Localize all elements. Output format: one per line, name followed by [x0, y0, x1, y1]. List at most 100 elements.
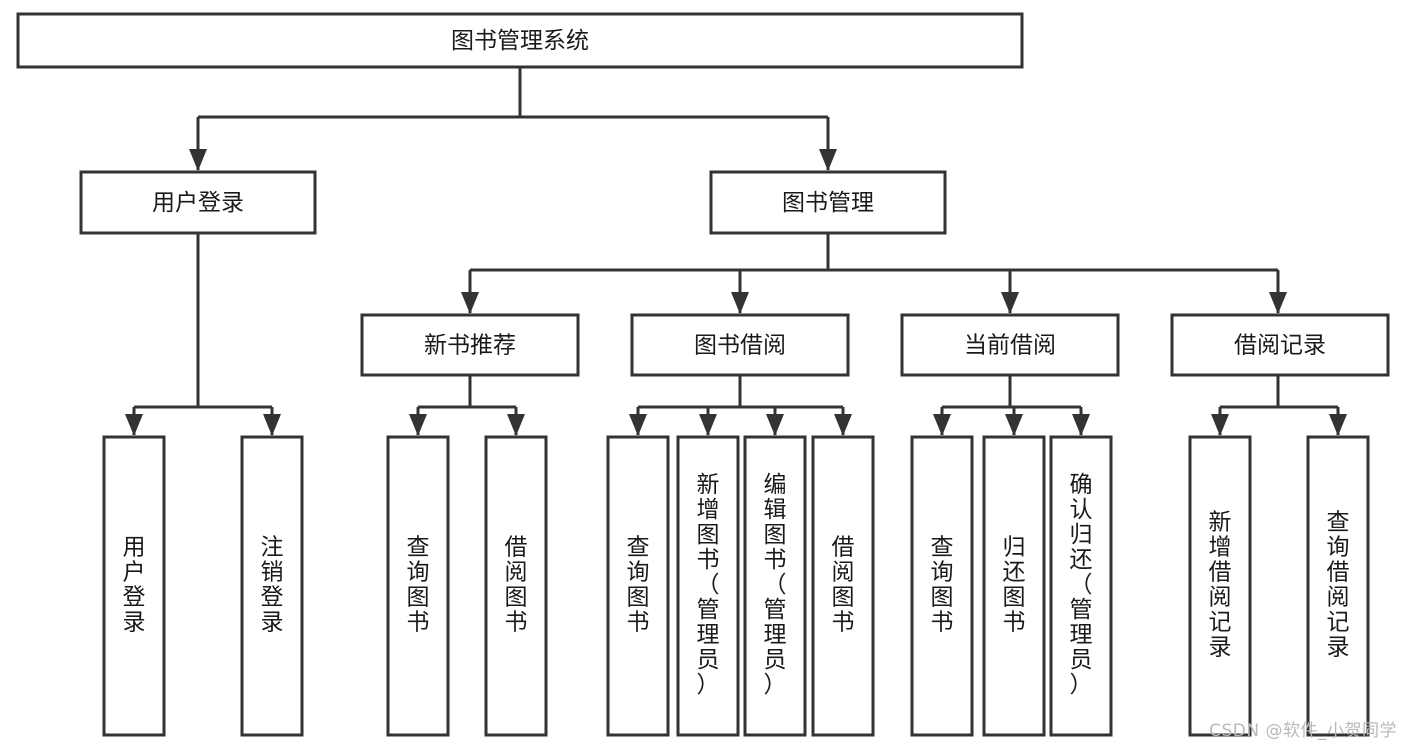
- node-label: 借阅图书: [832, 535, 855, 636]
- connectors-layer: [125, 67, 1347, 436]
- node-box: [360, 313, 580, 377]
- leaf-node-leaf-borrow-book-rec[interactable]: 借阅图书: [484, 435, 548, 737]
- node-label-char: 图: [407, 585, 430, 611]
- arrow-head-icon: [1072, 414, 1090, 436]
- leaf-node-leaf-borrow-book[interactable]: 借阅图书: [811, 435, 875, 737]
- node-label-char: 查: [931, 535, 954, 561]
- level2-node-book-management[interactable]: 图书管理: [709, 170, 947, 235]
- node-box: [982, 435, 1046, 737]
- node-label-char: （: [697, 572, 720, 598]
- node-label-char: 录: [1327, 635, 1350, 661]
- node-box: [79, 170, 317, 235]
- node-label-char: 还: [1070, 547, 1093, 573]
- level3-node-book-borrow[interactable]: 图书借阅: [630, 313, 850, 377]
- arrow-head-icon: [1269, 292, 1287, 314]
- node-label-char: 书: [832, 610, 855, 636]
- arrow-head-icon: [409, 414, 427, 436]
- node-label-char: ）: [697, 672, 720, 698]
- node-label-char: 新: [697, 472, 720, 498]
- leaf-node-leaf-query-book-current[interactable]: 查询图书: [910, 435, 974, 737]
- node-label-char: 借: [505, 535, 528, 561]
- arrow-head-icon: [125, 414, 143, 436]
- node-box: [606, 435, 670, 737]
- node-label-char: ）: [764, 672, 787, 698]
- node-label-char: 认: [1070, 497, 1093, 523]
- node-label-char: 增: [697, 497, 720, 523]
- node-label-char: 录: [261, 610, 284, 636]
- node-label-char: 员: [1070, 647, 1093, 673]
- node-box: [16, 12, 1024, 69]
- node-label-char: 书: [697, 547, 720, 573]
- node-label-char: 编: [764, 472, 787, 498]
- node-label-char: 记: [1327, 610, 1350, 636]
- node-label-char: 员: [697, 647, 720, 673]
- node-label-char: 增: [1209, 535, 1232, 561]
- node-label-char: 辑: [764, 497, 787, 523]
- level2-node-user-login[interactable]: 用户登录: [79, 170, 317, 235]
- arrow-head-icon: [731, 292, 749, 314]
- node-box: [102, 435, 166, 737]
- node-label-char: 登: [123, 585, 146, 611]
- node-box: [676, 435, 740, 737]
- arrow-head-icon: [933, 414, 951, 436]
- node-box: [1170, 313, 1390, 377]
- arrow-head-icon: [629, 414, 647, 436]
- node-label-char: 借: [832, 535, 855, 561]
- node-label: 注销登录: [261, 535, 284, 636]
- node-box: [240, 435, 304, 737]
- node-label-char: 图: [505, 585, 528, 611]
- node-label-char: 图: [764, 522, 787, 548]
- root-node-root[interactable]: 图书管理系统: [16, 12, 1024, 69]
- leaf-node-leaf-user-login[interactable]: 用户登录: [102, 435, 166, 737]
- level3-node-current-borrow[interactable]: 当前借阅: [900, 313, 1120, 377]
- arrow-head-icon: [819, 149, 837, 171]
- arrow-head-icon: [766, 414, 784, 436]
- node-label: 新增图书（管理员）: [697, 472, 720, 698]
- leaf-node-leaf-confirm-return[interactable]: 确认归还（管理员）: [1049, 435, 1113, 737]
- arrow-head-icon: [263, 414, 281, 436]
- node-label-char: 图: [1003, 585, 1026, 611]
- node-label: 用户登录: [123, 535, 146, 636]
- node-label: 查询图书: [627, 535, 650, 636]
- leaf-node-leaf-add-borrow-record[interactable]: 新增借阅记录: [1188, 435, 1252, 737]
- node-label-char: 注: [261, 535, 284, 561]
- node-label-char: 阅: [1209, 585, 1232, 611]
- node-box: [484, 435, 548, 737]
- node-label: 查询图书: [407, 535, 430, 636]
- arrow-head-icon: [699, 414, 717, 436]
- node-label-char: 录: [1209, 635, 1232, 661]
- nodes-layer: 图书管理系统用户登录图书管理新书推荐图书借阅当前借阅借阅记录用户登录注销登录查询…: [16, 12, 1390, 737]
- node-box: [1188, 435, 1252, 737]
- node-label-char: 管: [764, 597, 787, 623]
- node-box: [386, 435, 450, 737]
- node-box: [900, 313, 1120, 377]
- leaf-node-leaf-logout[interactable]: 注销登录: [240, 435, 304, 737]
- node-label: 新增借阅记录: [1209, 510, 1232, 661]
- leaf-node-leaf-add-book[interactable]: 新增图书（管理员）: [676, 435, 740, 737]
- leaf-node-leaf-edit-book[interactable]: 编辑图书（管理员）: [743, 435, 807, 737]
- node-label-char: 查: [1327, 510, 1350, 536]
- node-label-char: 新: [1209, 510, 1232, 536]
- node-label-char: 登: [261, 585, 284, 611]
- node-label-char: 询: [407, 560, 430, 586]
- level3-node-borrow-record[interactable]: 借阅记录: [1170, 313, 1390, 377]
- leaf-node-leaf-return-book[interactable]: 归还图书: [982, 435, 1046, 737]
- node-box: [709, 170, 947, 235]
- node-label: 归还图书: [1003, 535, 1026, 636]
- node-box: [743, 435, 807, 737]
- leaf-node-leaf-query-borrow-record[interactable]: 查询借阅记录: [1306, 435, 1370, 737]
- node-label-char: 书: [407, 610, 430, 636]
- csdn-watermark: CSDN @软件_小贺同学: [1209, 721, 1397, 741]
- node-label-char: 书: [931, 610, 954, 636]
- arrow-head-icon: [1329, 414, 1347, 436]
- level3-node-new-book-recommend[interactable]: 新书推荐: [360, 313, 580, 377]
- node-label-char: 归: [1070, 522, 1093, 548]
- arrow-head-icon: [834, 414, 852, 436]
- leaf-node-leaf-query-book-rec[interactable]: 查询图书: [386, 435, 450, 737]
- node-box: [630, 313, 850, 377]
- node-label-char: 用: [123, 535, 146, 561]
- node-label-char: 图: [832, 585, 855, 611]
- leaf-node-leaf-query-book-borrow[interactable]: 查询图书: [606, 435, 670, 737]
- node-label-char: 图: [697, 522, 720, 548]
